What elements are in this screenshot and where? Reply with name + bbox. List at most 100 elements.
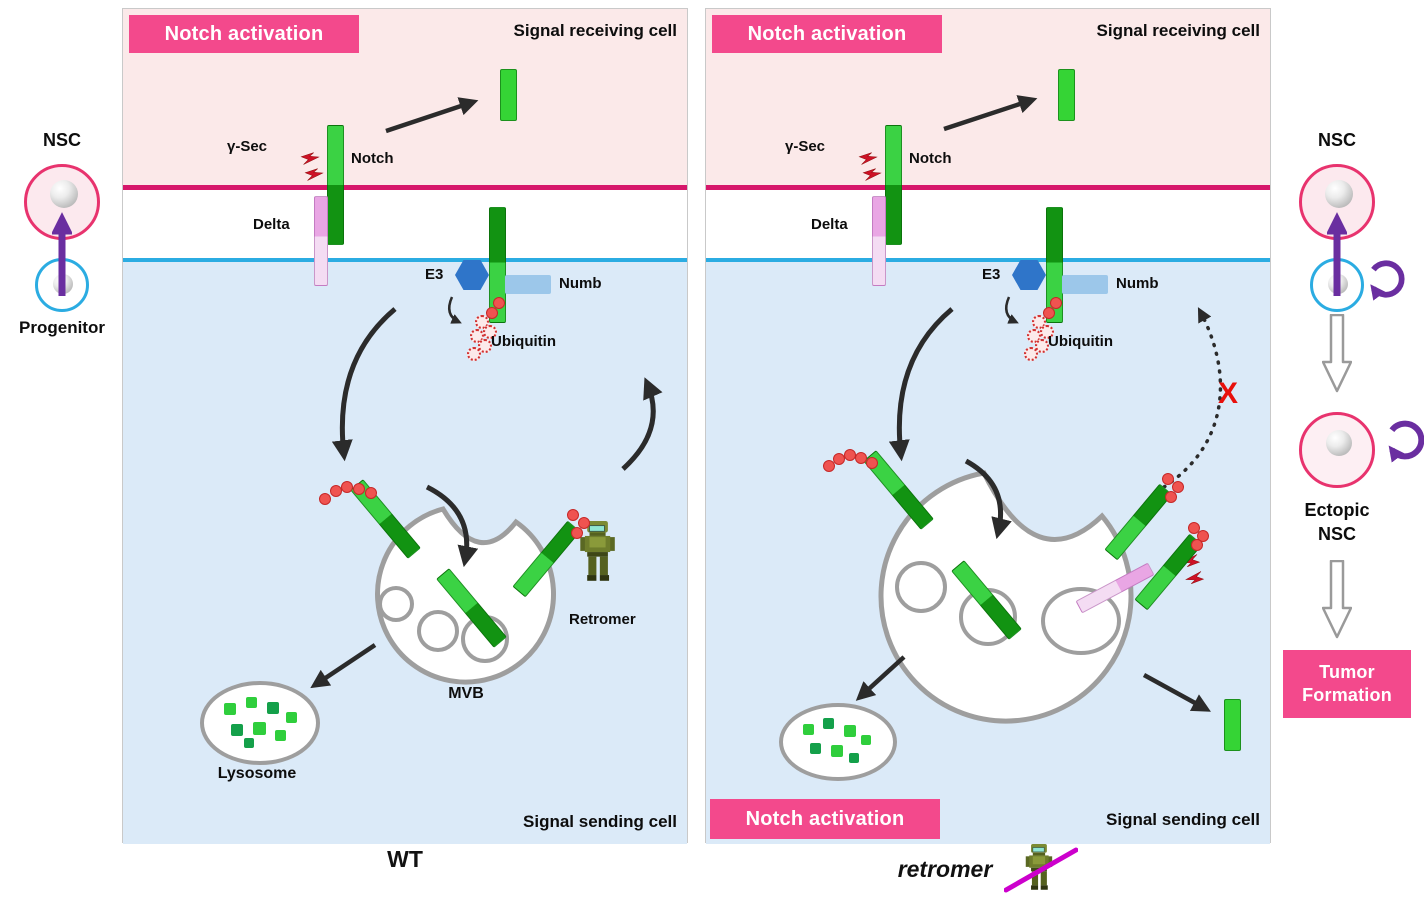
self-renewal-arrow-icon — [1388, 420, 1424, 463]
endocytosis-arrow — [888, 307, 954, 462]
ubiquitin-dot — [493, 297, 505, 309]
numb-protein — [1062, 275, 1108, 294]
ubiquitin-dot — [1040, 325, 1054, 339]
e3-label: E3 — [982, 266, 1001, 283]
ubiquitin-label: Ubiquitin — [1048, 333, 1113, 350]
delta-label: Delta — [253, 216, 290, 233]
receiving-cell-label: Signal receiving cell — [1096, 21, 1260, 40]
degraded-notch — [844, 725, 856, 737]
notch-label: Notch — [909, 150, 952, 167]
delta-ligand — [314, 196, 328, 286]
retromer-vector-layer — [855, 95, 1223, 724]
ubiquitin-dot — [467, 347, 481, 361]
blocked-x-mark: X — [1218, 377, 1239, 410]
lysosome-body — [779, 703, 897, 781]
ubiquitin-dot — [478, 339, 492, 353]
mvb-vesicle — [1041, 587, 1121, 655]
degraded-notch — [231, 724, 243, 736]
ubiquitin-dot — [844, 449, 856, 461]
degraded-notch — [253, 722, 266, 735]
mvb-vesicle — [417, 610, 459, 652]
ubiquitin-dot — [319, 493, 331, 505]
ubiquitin-dot — [855, 452, 867, 464]
numb-label: Numb — [1116, 275, 1159, 292]
gamma-sec-label: γ-Sec — [785, 138, 826, 155]
retromer-mutant-panel: Notch activation Signal receiving cell — [705, 8, 1271, 844]
notch-receptor — [327, 125, 344, 245]
retromer-caption-row: retromer — [705, 844, 1271, 894]
mvb-vesicle — [378, 586, 414, 622]
differentiation-arrow-left — [52, 212, 72, 296]
progenitor-label: Progenitor — [19, 318, 105, 337]
degraded-notch — [286, 712, 297, 723]
degraded-notch — [831, 745, 843, 757]
gamma-secretase-bolt-icon — [300, 152, 320, 165]
self-renewal-arrow-icon — [1370, 260, 1405, 301]
blocked-recycling-arrow — [1162, 307, 1223, 489]
gamma-secretase-bolt-icon — [862, 168, 882, 181]
degraded-notch — [275, 730, 286, 741]
degraded-notch — [803, 724, 814, 735]
mvb-label: MVB — [448, 685, 484, 702]
ubiquitin-dot — [486, 307, 498, 319]
degraded-notch — [861, 735, 871, 745]
ubiquitin-dot — [1162, 473, 1174, 485]
sending-cell-label: Signal sending cell — [523, 812, 677, 831]
endocytosis-arrow — [331, 307, 397, 462]
degraded-notch — [810, 743, 821, 754]
ectopic-nsc-label: Ectopic NSC — [1304, 500, 1370, 545]
nicd-fragment — [500, 69, 517, 121]
e3-to-ubiquitin-arrow — [1004, 296, 1019, 324]
progression-arrow-1 — [1322, 314, 1352, 393]
nucleus — [1326, 430, 1352, 456]
retromer-knockout-icon — [1004, 844, 1079, 893]
retromer-label: Retromer — [569, 611, 636, 628]
mvb-vesicle — [895, 561, 947, 613]
notch-receptor — [885, 125, 902, 245]
notch-sending — [489, 207, 506, 323]
lysosome-body — [200, 681, 320, 765]
internalization-arrow — [964, 458, 1012, 540]
progression-arrow-2 — [1322, 560, 1352, 639]
gamma-sec-label: γ-Sec — [227, 138, 268, 155]
ubiquitin-dot — [578, 517, 590, 529]
receiving-membrane — [706, 185, 1270, 190]
ubiquitin-dot — [1050, 297, 1062, 309]
ubiquitin-dot — [1191, 539, 1203, 551]
retromer-caption: retromer — [897, 855, 993, 882]
degraded-notch — [849, 753, 859, 763]
receiving-membrane — [123, 185, 687, 190]
degraded-notch — [823, 718, 834, 729]
e3-label: E3 — [425, 266, 444, 283]
notch-activation-badge: Notch activation — [129, 15, 359, 53]
lysosome-label: Lysosome — [217, 765, 297, 782]
delta-label: Delta — [811, 216, 848, 233]
numb-protein — [505, 275, 551, 294]
degraded-notch — [244, 738, 254, 748]
ubiquitin-dot — [1035, 339, 1049, 353]
knockout-slash — [1004, 847, 1079, 893]
nsc-label-right: NSC — [1317, 130, 1356, 150]
ubiquitin-dot — [567, 509, 579, 521]
sending-membrane — [706, 258, 1270, 262]
nucleus — [1325, 180, 1353, 208]
escaped-nicd-fragment — [1224, 699, 1241, 751]
tumor-formation-badge: Tumor Formation — [1283, 650, 1411, 718]
mvb-to-lysosome-arrow — [855, 655, 906, 701]
numb-label: Numb — [559, 275, 602, 292]
e3-to-ubiquitin-arrow — [447, 296, 462, 324]
internalization-arrow — [425, 484, 479, 568]
sending-cell-label: Signal sending cell — [1106, 810, 1260, 829]
degraded-notch — [246, 697, 257, 708]
nicd-release-arrow — [943, 95, 1038, 132]
nucleus — [50, 180, 78, 208]
ubiquitin-dot — [866, 457, 878, 469]
nicd-release-arrow — [385, 97, 479, 134]
ubiquitin-dot — [1043, 307, 1055, 319]
nsc-label-left: NSC — [42, 130, 81, 150]
mvb-escape-arrow — [1142, 673, 1211, 712]
notch-activation-badge-bottom: Notch activation — [710, 799, 940, 839]
ubiquitin-dot — [1165, 491, 1177, 503]
ubiquitin-dot — [1024, 347, 1038, 361]
ubiquitin-dot — [1188, 522, 1200, 534]
